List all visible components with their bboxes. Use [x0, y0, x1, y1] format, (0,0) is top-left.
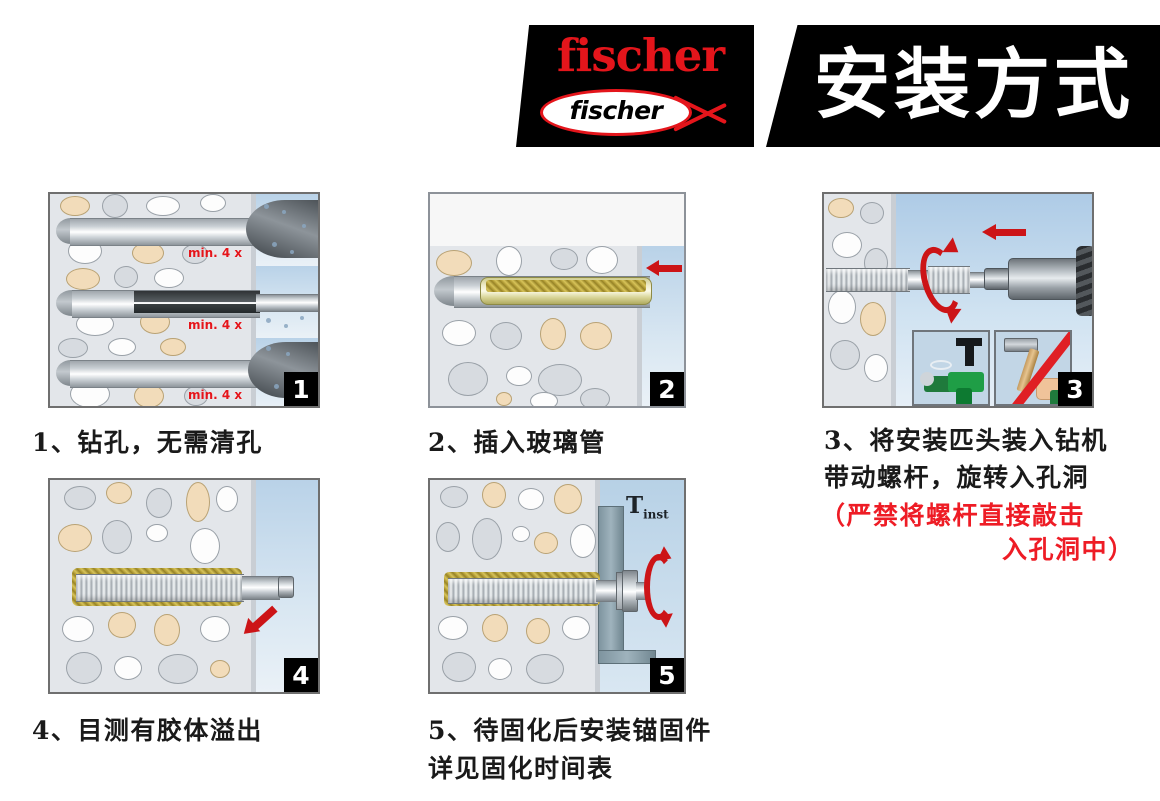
step-number-badge-2: 2	[650, 372, 684, 406]
fish-logo-label: fischer	[569, 96, 663, 125]
step-3-caption-line-2: 带动螺杆，旋转入孔洞	[824, 463, 1090, 492]
push-direction-arrow	[982, 224, 1026, 240]
step-1-caption-line-1: 1、钻孔，无需清孔	[32, 428, 263, 457]
torque-label: Tinst	[626, 492, 669, 522]
min-spray-label-1: min. 4 x	[188, 246, 243, 260]
header-banner: fischer fischer 安装方式	[0, 0, 1160, 168]
step-4-caption-line-1: 4、目测有胶体溢出	[32, 716, 263, 745]
min-spray-label-3: min. 4 x	[188, 388, 243, 402]
step-3-warning-line-2: 入孔洞中）	[1002, 535, 1135, 564]
brand-wordmark: fischer	[556, 29, 725, 82]
step-5-caption-line-2: 详见固化时间表	[428, 754, 614, 783]
step-2-figure: 2	[428, 192, 686, 408]
step-3-caption-line-1: 3、将安装匹头装入钻机	[824, 426, 1108, 455]
step-5-figure: Tinst 5	[428, 478, 686, 694]
insert-direction-arrow	[646, 260, 682, 276]
title-block: 安装方式	[766, 25, 1160, 147]
fischer-logo-block: fischer fischer	[516, 25, 754, 147]
torque-rotation-arrow	[644, 554, 674, 620]
step-3-warning-line-1: （严禁将螺杆直接敲击	[820, 501, 1086, 530]
fish-body	[540, 89, 692, 136]
step-number-badge-1: 1	[284, 372, 318, 406]
step-3-figure: 3	[822, 192, 1094, 408]
step-5-caption-line-1: 5、待固化后安装锚固件	[428, 716, 712, 745]
step-1-figure: min. 4 x min. 4 x	[48, 192, 320, 408]
step-number-badge-5: 5	[650, 658, 684, 692]
step-number-badge-4: 4	[284, 658, 318, 692]
fish-logo-icon: fischer	[534, 87, 744, 139]
step-2-caption-line-1: 2、插入玻璃管	[428, 428, 606, 457]
step-number-badge-3: 3	[1058, 372, 1092, 406]
inset-allowed-drill	[912, 330, 990, 406]
min-spray-label-2: min. 4 x	[188, 318, 243, 332]
page-title: 安装方式	[814, 40, 1134, 129]
step-4-figure: 4	[48, 478, 320, 694]
